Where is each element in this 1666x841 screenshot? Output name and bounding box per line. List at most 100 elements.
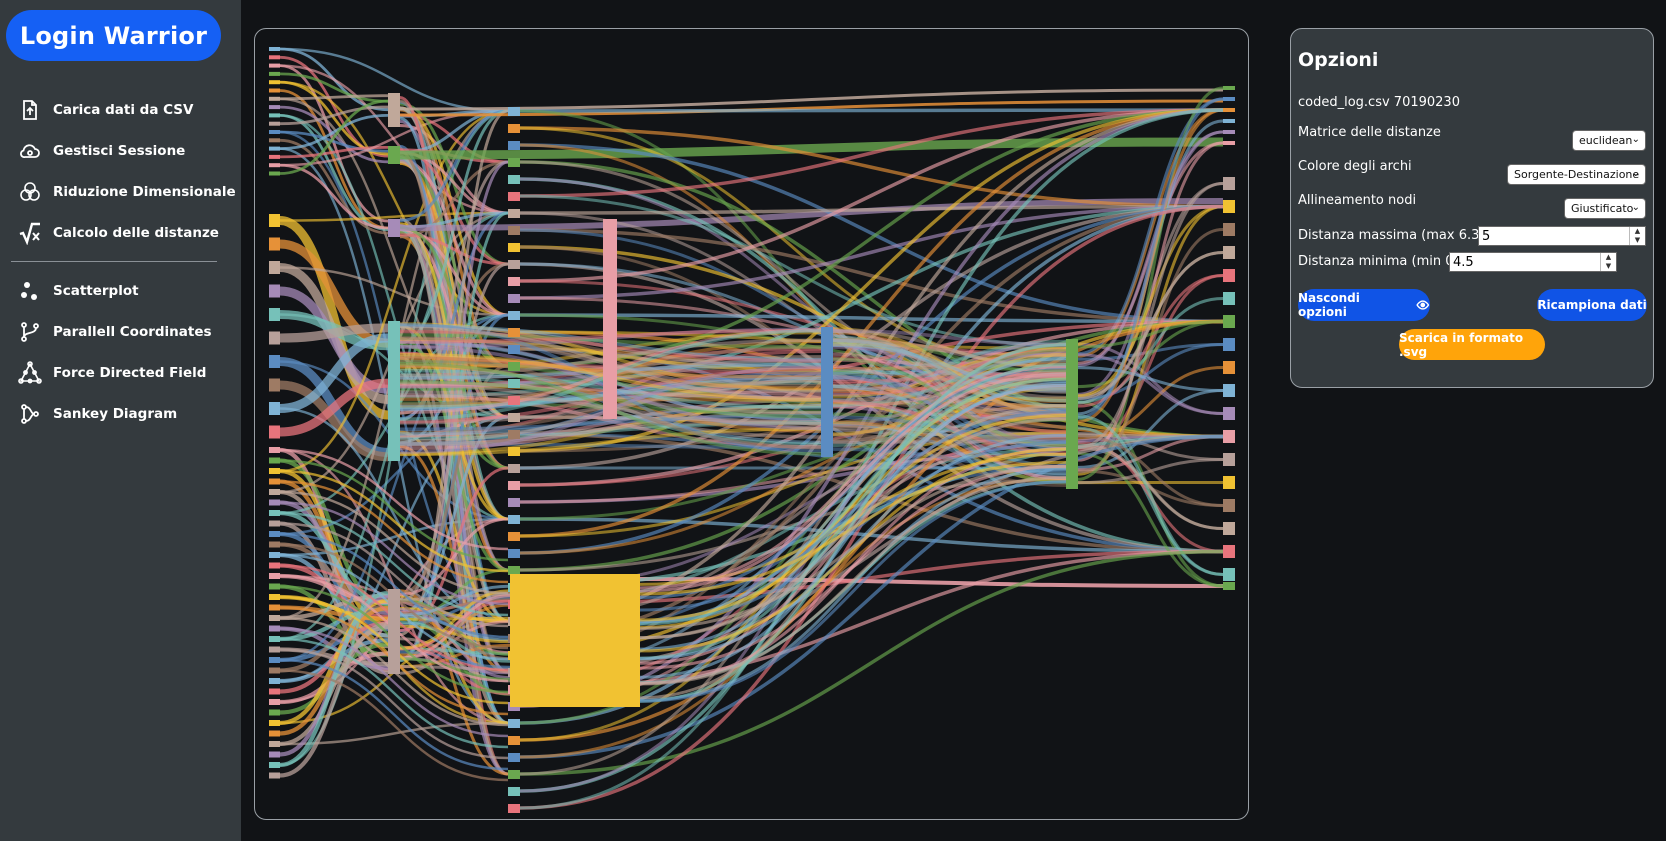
sankey-link [519, 108, 1224, 283]
sankey-link [279, 72, 389, 103]
sankey-link [279, 94, 389, 101]
sankey-link [639, 343, 1067, 703]
sankey-node-hub [388, 93, 400, 127]
sankey-link [639, 365, 1067, 590]
distance-matrix-select[interactable]: euclidean ⌄ [1572, 130, 1646, 151]
sankey-link [279, 637, 509, 749]
stepper-icon[interactable]: ▲▼ [1600, 253, 1616, 271]
sankey-link [279, 99, 389, 175]
sankey-link [1077, 274, 1224, 452]
sankey-node-target [1223, 453, 1235, 466]
sankey-link [832, 371, 1067, 384]
branch-icon [21, 322, 39, 342]
sankey-link [279, 669, 509, 782]
sankey-link [279, 64, 389, 223]
options-title: Opzioni [1298, 49, 1379, 71]
sankey-node-source [269, 378, 280, 392]
sankey-node-source [269, 308, 280, 321]
sankey-diagram[interactable] [255, 29, 1249, 820]
sankey-node-source [269, 163, 280, 168]
sankey-node-source [269, 741, 280, 747]
sankey-link [639, 480, 1067, 703]
sankey-node-mid [508, 107, 520, 116]
resample-button[interactable]: Ricampiona dati [1537, 289, 1647, 321]
sankey-node-source [269, 146, 280, 151]
nav-scatterplot[interactable]: Scatterplot [18, 276, 139, 306]
sankey-link [832, 327, 1067, 409]
sankey-node-source [269, 772, 280, 779]
sankey-link [399, 88, 1224, 111]
sankey-link [279, 501, 509, 606]
sankey-link [279, 459, 509, 562]
sankey-node-target [1223, 338, 1235, 351]
square-root-icon [19, 222, 40, 245]
sankey-node-target [1223, 315, 1235, 328]
sankey-link [519, 319, 1224, 487]
sankey-node-mid [508, 379, 520, 388]
overlap-circles-icon [20, 182, 40, 201]
sankey-link [519, 313, 1224, 324]
nav-parallel-coordinates[interactable]: Parallell Coordinates [18, 317, 212, 347]
sankey-link [279, 211, 509, 222]
sankey-link [832, 370, 1067, 404]
nav-riduzione-dimensionale[interactable]: Riduzione Dimensionale [18, 177, 236, 207]
sankey-link [519, 204, 1224, 555]
node-alignment-select[interactable]: Giustificato ⌄ [1564, 198, 1646, 219]
sankey-node-source [269, 457, 280, 464]
nav-carica-csv[interactable]: Carica dati da CSV [18, 95, 193, 125]
sankey-node-source [269, 667, 280, 674]
sankey-link [639, 464, 1067, 631]
sankey-link [519, 375, 1067, 810]
network-triangle-icon [18, 361, 42, 384]
sankey-node-target [1223, 384, 1235, 397]
download-svg-button[interactable]: Scarica in formato .svg [1399, 329, 1545, 360]
sankey-link [279, 333, 389, 414]
sankey-link [279, 490, 509, 595]
sankey-link [1077, 130, 1224, 368]
sankey-node-source [269, 583, 280, 590]
download-svg-label: Scarica in formato .svg [1399, 330, 1524, 359]
resample-label: Ricampiona dati [1537, 298, 1647, 312]
sankey-link [1077, 366, 1224, 392]
hide-options-button[interactable]: Nascondi opzioni [1298, 289, 1430, 321]
node-alignment-value: Giustificato [1571, 202, 1634, 215]
sankey-node-source [269, 730, 280, 737]
nav-sankey-diagram[interactable]: Sankey Diagram [18, 399, 177, 429]
sankey-node-mid [508, 243, 520, 252]
sankey-node-source [269, 105, 280, 110]
sankey-node-source [269, 425, 280, 439]
sankey-link [832, 343, 1067, 380]
nav-gestisci-sessione[interactable]: Gestisci Sessione [18, 136, 185, 166]
sankey-link [832, 370, 1067, 377]
sankey-node-source [269, 709, 280, 716]
sankey-link [279, 105, 389, 126]
file-info: coded_log.csv 70190230 [1298, 95, 1460, 110]
brand-logo[interactable]: Login Warrior [6, 10, 221, 61]
max-distance-input[interactable]: 5 ▲▼ [1478, 226, 1646, 246]
sidebar: Login Warrior Carica dati da CSV Gestisc… [0, 0, 241, 841]
sankey-link [519, 108, 1224, 198]
min-distance-value: 4.5 [1453, 254, 1474, 270]
sankey-link [279, 323, 389, 343]
sankey-node-source [269, 331, 280, 345]
sankey-link [279, 105, 389, 164]
edge-color-select[interactable]: Sorgente-Destinazione ⌄ [1507, 164, 1646, 185]
sankey-node-mid [508, 549, 520, 558]
sankey-node-target [1223, 86, 1235, 90]
min-distance-input[interactable]: 4.5 ▲▼ [1449, 252, 1617, 272]
sankey-link [639, 413, 1067, 622]
sankey-node-source [269, 573, 280, 579]
sankey-link [519, 143, 1224, 324]
sankey-link [832, 342, 1067, 400]
nav-force-directed[interactable]: Force Directed Field [18, 358, 206, 388]
sankey-node-source [269, 478, 280, 485]
sankey-node-source [269, 154, 280, 159]
sankey-node-source [269, 604, 280, 611]
sankey-node-mid [508, 175, 520, 184]
nav-calcolo-distanze[interactable]: Calcolo delle distanze [18, 218, 219, 248]
stepper-icon[interactable]: ▲▼ [1629, 227, 1645, 245]
sankey-link [832, 352, 1067, 393]
sankey-node-mid [508, 430, 520, 439]
sankey-node-mid [508, 226, 520, 235]
sankey-node-target [1223, 292, 1235, 305]
